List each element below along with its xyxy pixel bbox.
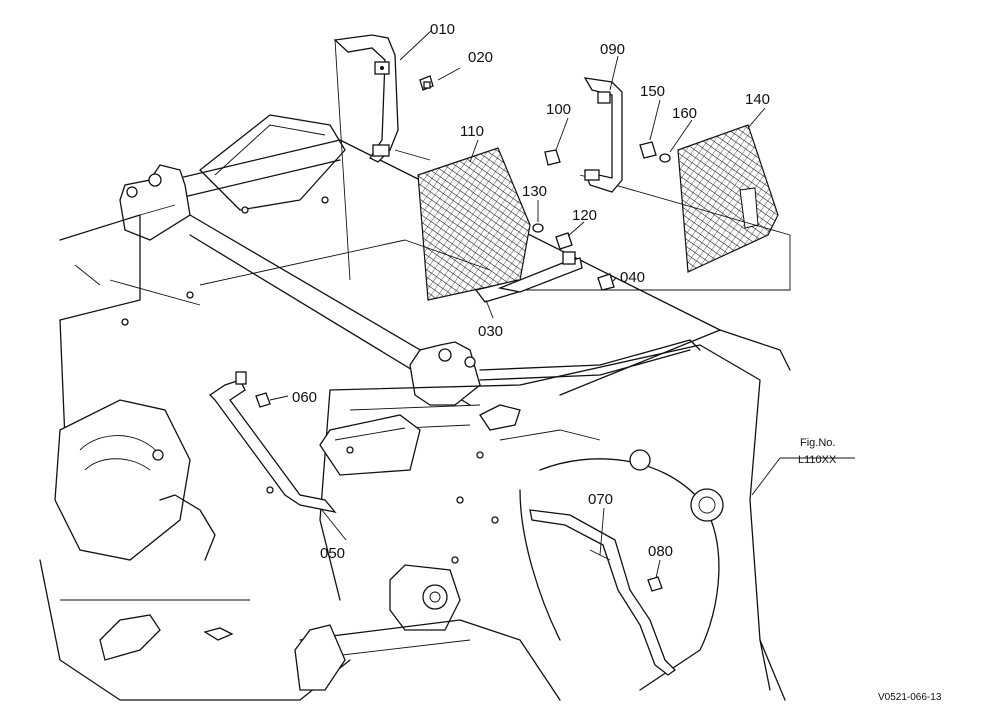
callout-010: 010 <box>430 21 455 38</box>
callout-090: 090 <box>600 41 625 58</box>
leader-lines <box>269 29 855 579</box>
callout-labels: 010 020 030 040 050 060 070 080 090 100 … <box>292 21 770 562</box>
callout-080: 080 <box>648 543 673 560</box>
machine-frame <box>39 114 791 701</box>
callout-150: 150 <box>640 83 665 100</box>
callout-060: 060 <box>292 389 317 406</box>
callout-020: 020 <box>468 49 493 66</box>
part-130-washer <box>532 223 544 233</box>
part-030-bracket <box>474 251 583 303</box>
callout-140: 140 <box>745 91 770 108</box>
callout-110: 110 <box>460 123 484 140</box>
figure-label-line2: L110XX <box>798 454 837 466</box>
figure-label-line1: Fig.No. <box>800 437 835 449</box>
part-150-bolt <box>639 141 657 159</box>
callout-120: 120 <box>572 207 597 224</box>
part-020-bolt <box>419 75 434 91</box>
part-070-bracket <box>529 509 677 676</box>
mesh-panel-110 <box>417 147 531 301</box>
callout-030: 030 <box>478 323 503 340</box>
part-090-bracket <box>583 77 623 193</box>
part-050-bracket <box>208 371 337 513</box>
part-160-washer <box>659 153 671 163</box>
callout-040: 040 <box>620 269 645 286</box>
callout-050: 050 <box>320 545 345 562</box>
part-010-bracket <box>333 34 399 163</box>
callout-070: 070 <box>588 491 613 508</box>
part-060-bolt <box>255 392 271 408</box>
callout-100: 100 <box>546 101 571 118</box>
part-120-bolt <box>555 232 573 250</box>
chassis-bolts <box>121 196 499 564</box>
callout-130: 130 <box>522 183 547 200</box>
part-080-bolt <box>647 576 663 592</box>
part-040-bolt <box>597 273 615 291</box>
mesh-panel-140 <box>677 124 779 273</box>
figure-reference: Fig.No. L110XX <box>798 437 837 466</box>
callout-160: 160 <box>672 105 697 122</box>
drawing-code: V0521-066-13 <box>878 692 942 703</box>
part-100-bolt <box>544 149 561 166</box>
